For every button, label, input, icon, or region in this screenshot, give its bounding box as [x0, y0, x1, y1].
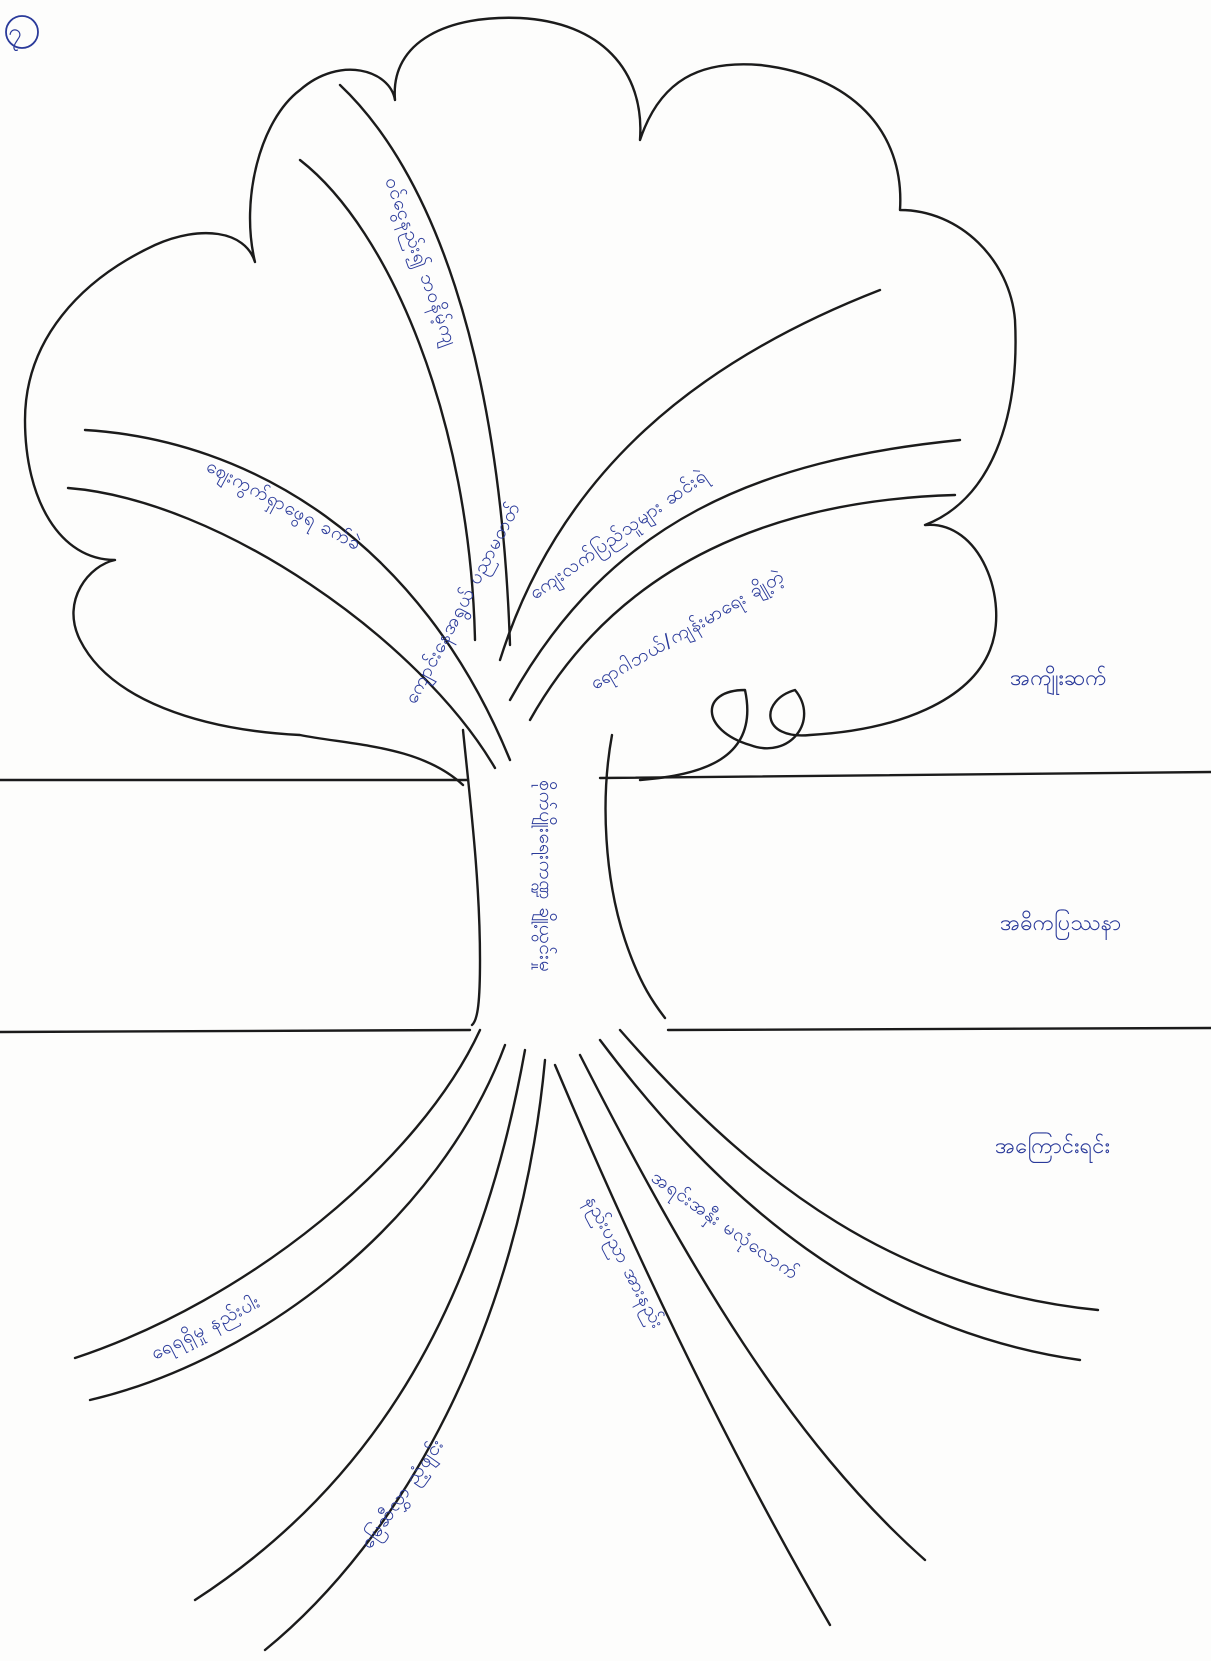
branch-band-line: [68, 488, 495, 768]
branch-text-4: ရောဂါဘယ်/ကျန်းမာရေး ချို့တဲ့: [586, 564, 790, 698]
canopy-outline: [25, 18, 1016, 785]
root-text-3: နည်းပညာ အားနည်း: [577, 1192, 670, 1335]
label-effects: အကျိုးဆက်: [1010, 665, 1107, 696]
divider-bottom-right: [668, 1028, 1211, 1030]
label-core-problem: အဓိကပြဿနာ: [1000, 909, 1121, 940]
divider-top-right: [600, 772, 1211, 778]
branch-band-line: [85, 430, 510, 760]
branch-text-3: ကျေးလက်ပြည်သူများ ဆင်းရဲ: [524, 463, 714, 608]
root-text-2: မြေဆီလွှာ ညံ့ဖျင်း: [354, 1433, 451, 1555]
root-line: [620, 1030, 1098, 1310]
trunk-text: စိုက်ပျိုးရေးကဏ္ဍ ချို့ယွင်းမှု: [531, 780, 558, 973]
root-line: [195, 1050, 525, 1600]
divider-bottom-left: [0, 1030, 470, 1032]
branch-text-1: ဈေးကွက်ရှာဖွေရ ခက်ခဲ: [201, 454, 366, 559]
root-line: [75, 1030, 480, 1358]
root-text-1: ရေရရှိမှု နည်းပါး: [147, 1290, 266, 1369]
label-causes: အကြောင်းရင်း: [995, 1132, 1110, 1163]
trunk-left: [463, 730, 480, 1025]
